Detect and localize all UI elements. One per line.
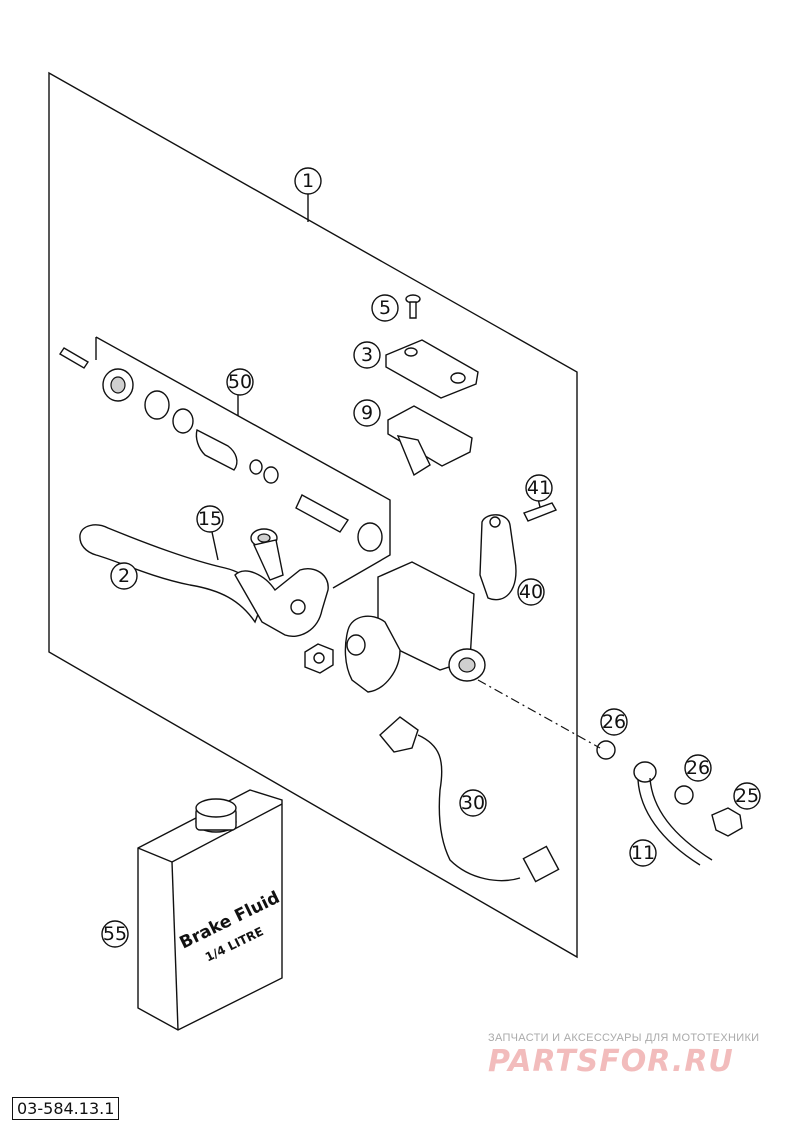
callout-label: 2	[118, 565, 130, 587]
handlebar-clamp	[479, 502, 558, 601]
watermark-logo: PARTSFOR.RU	[488, 1044, 734, 1079]
callout-label: 26	[602, 711, 626, 733]
callout-circle	[459, 789, 487, 817]
callout-label: 15	[198, 508, 222, 530]
callout-25: 25	[733, 782, 761, 810]
callout-15: 15	[196, 505, 224, 533]
reservoir-cap	[385, 339, 479, 399]
callout-label: 25	[735, 785, 759, 807]
cap-screw	[405, 294, 421, 319]
callout-circle	[684, 754, 712, 782]
callout-2: 2	[110, 562, 138, 590]
callout-circle	[525, 474, 553, 502]
brake-light-switch	[379, 716, 560, 883]
kit-outline	[95, 336, 391, 589]
brake-fluid-can: Brake Fluid 1/4 LITRE	[137, 789, 283, 1031]
callout-label: 9	[361, 402, 373, 424]
callout-26: 26	[600, 708, 628, 736]
callout-5: 5	[371, 294, 399, 322]
callout-1: 1	[294, 167, 322, 195]
callout-circle	[226, 368, 254, 396]
drawing-number: 03-584.13.1	[12, 1097, 120, 1120]
callout-circle	[353, 341, 381, 369]
callout-30: 30	[459, 789, 487, 817]
callout-circle	[629, 839, 657, 867]
callout-26: 26	[684, 754, 712, 782]
callout-label: 3	[361, 344, 373, 366]
callout-circle	[517, 578, 545, 606]
pivot-nut	[304, 643, 334, 674]
callout-40: 40	[517, 578, 545, 606]
watermark-tagline: ЗАПЧАСТИ И АКСЕССУАРЫ ДЛЯ МОТОТЕХНИКИ	[488, 1032, 760, 1044]
callout-3: 3	[353, 341, 381, 369]
callout-label: 1	[302, 170, 314, 192]
callout-label: 5	[379, 297, 391, 319]
callout-55: 55	[101, 920, 129, 948]
lever-adjuster	[250, 528, 284, 581]
callout-circle	[110, 562, 138, 590]
callout-label: 30	[461, 792, 485, 814]
callout-circle	[101, 920, 129, 948]
callout-label: 55	[103, 923, 127, 945]
brake-hose-assembly	[596, 740, 743, 866]
callout-label: 40	[519, 581, 543, 603]
master-cylinder-body	[344, 561, 486, 693]
callout-9: 9	[353, 399, 381, 427]
callout-label: 50	[228, 371, 252, 393]
callout-label: 26	[686, 757, 710, 779]
pin	[59, 347, 89, 369]
callout-circle	[600, 708, 628, 736]
callout-circle	[196, 505, 224, 533]
callout-circle	[353, 399, 381, 427]
callout-label: 41	[527, 477, 551, 499]
callout-circle	[294, 167, 322, 195]
callout-50: 50	[226, 368, 254, 396]
assembly-outline	[48, 71, 578, 959]
piston-kit-parts	[102, 368, 383, 552]
callout-group: 1 2 3 5 9 11 15 25 26 26 30 40 41 50 55	[101, 167, 761, 948]
brake-lever	[79, 524, 329, 637]
callout-circle	[733, 782, 761, 810]
axis-line	[477, 679, 601, 749]
diaphragm	[387, 405, 473, 477]
callout-41: 41	[525, 474, 553, 502]
callout-circle	[371, 294, 399, 322]
callout-label: 11	[631, 842, 655, 864]
callout-11: 11	[629, 839, 657, 867]
